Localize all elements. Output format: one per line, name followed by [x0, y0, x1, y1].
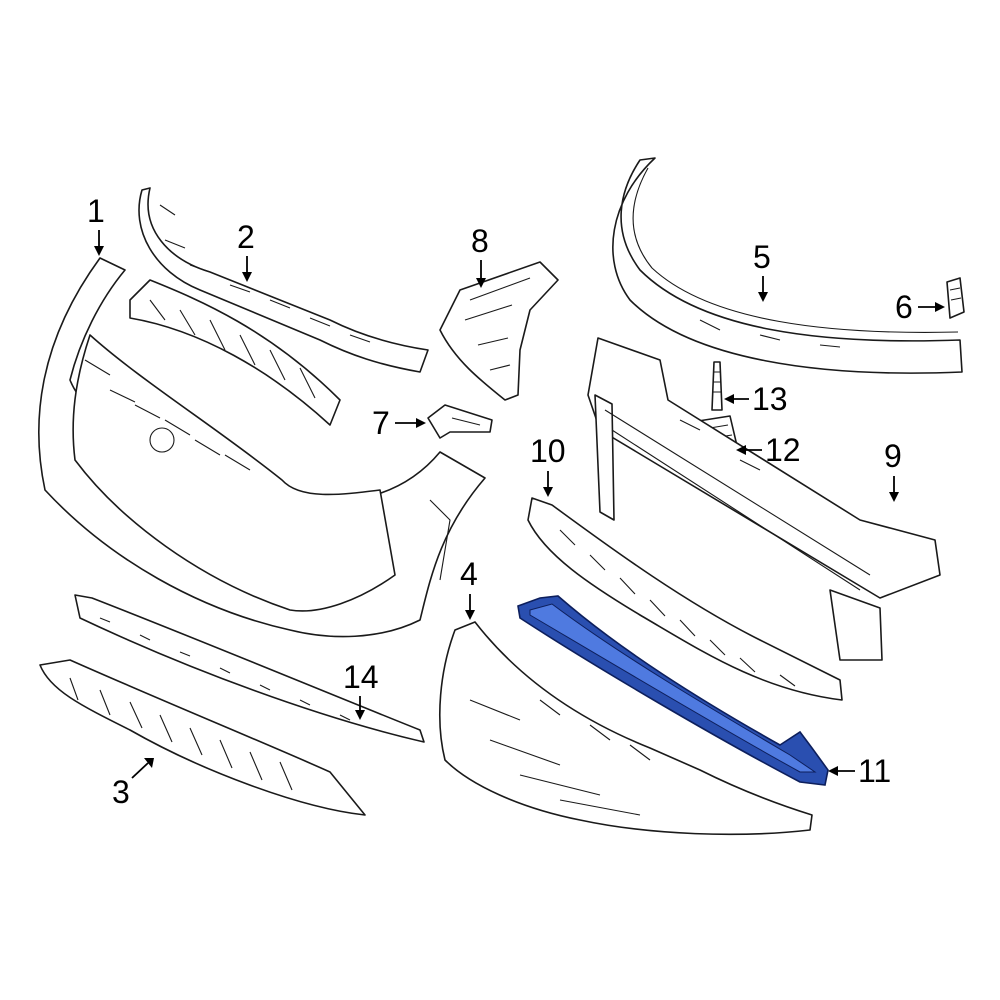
callout-4: 4: [460, 556, 478, 620]
callout-2: 2: [237, 219, 255, 282]
part-1-bumper-cover: [38, 257, 486, 638]
part-14-trim-strip: [74, 594, 425, 743]
callout-8-arrowhead: [476, 278, 486, 288]
part-2-grille-support: [129, 187, 429, 426]
callout-3: 3: [112, 758, 154, 810]
callout-4-label: 4: [460, 556, 478, 592]
callout-7-arrowhead: [416, 418, 426, 428]
part-8-corner-bracket: [439, 261, 559, 401]
callout-14-arrowhead: [355, 710, 365, 720]
callout-7: 7: [372, 405, 426, 441]
callout-3-arrowhead: [144, 758, 154, 768]
callout-13-label: 13: [752, 381, 788, 417]
callout-3-label: 3: [112, 774, 130, 810]
callout-1: 1: [87, 193, 105, 256]
part-5-upper-cover: [612, 157, 963, 374]
callout-2-label: 2: [237, 219, 255, 255]
callout-12-arrowhead: [736, 445, 746, 455]
callout-10-label: 10: [530, 433, 566, 469]
callout-12: 12: [736, 432, 801, 468]
callout-13: 13: [724, 381, 788, 417]
callout-8-label: 8: [471, 223, 489, 259]
callout-9: 9: [884, 438, 902, 502]
callout-9-arrowhead: [889, 492, 899, 502]
part-9-reinforcement: [587, 337, 941, 661]
callout-9-label: 9: [884, 438, 902, 474]
callout-6-label: 6: [895, 289, 913, 325]
part-7-clip: [427, 404, 493, 439]
part-6-bracket: [946, 277, 965, 319]
callout-11-arrowhead: [828, 766, 838, 776]
callout-8: 8: [471, 223, 489, 288]
part-11-lower-bar: [517, 595, 829, 786]
callout-6-arrowhead: [935, 302, 945, 312]
callout-2-arrowhead: [242, 272, 252, 282]
callout-5-arrowhead: [758, 292, 768, 302]
callout-10: 10: [530, 433, 566, 497]
callout-11: 11: [828, 753, 891, 789]
callout-3-arrow: [131, 762, 149, 779]
part-13-stud: [711, 361, 723, 411]
part-10-energy-absorber: [527, 497, 843, 701]
part-3-lower-grille: [39, 659, 366, 816]
callout-6: 6: [895, 289, 945, 325]
callout-10-arrowhead: [543, 487, 553, 497]
callout-5-label: 5: [753, 239, 771, 275]
callout-12-label: 12: [765, 432, 801, 468]
part-4-under-shield: [439, 621, 813, 836]
callout-7-label: 7: [372, 405, 390, 441]
callout-1-arrowhead: [94, 246, 104, 256]
callout-13-arrowhead: [724, 394, 734, 404]
callout-14-label: 14: [343, 659, 379, 695]
callout-1-label: 1: [87, 193, 105, 229]
callout-14: 14: [343, 659, 379, 720]
callout-4-arrowhead: [465, 610, 475, 620]
callout-11-label: 11: [858, 753, 891, 789]
callout-5: 5: [753, 239, 771, 302]
